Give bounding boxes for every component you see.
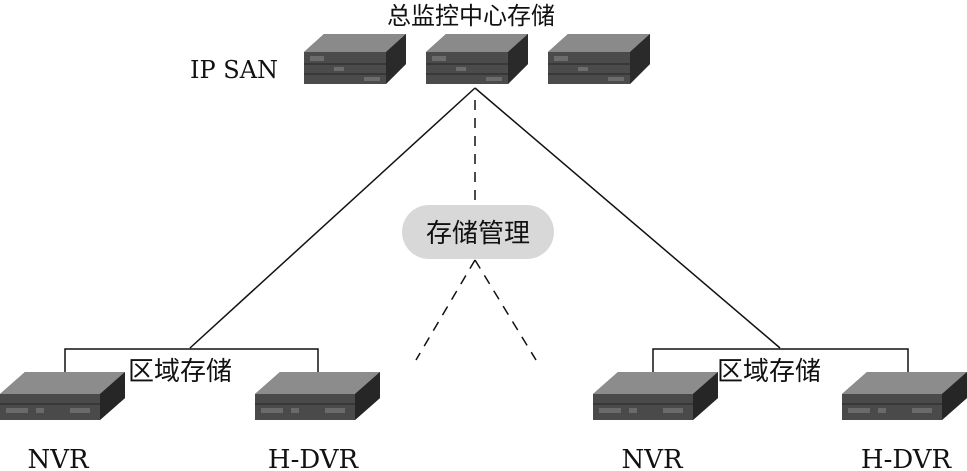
recorder-device-icon	[841, 371, 967, 421]
management-link-left	[415, 259, 476, 361]
left-region-label: 区域存储	[128, 357, 232, 387]
link-to-right-region	[474, 87, 781, 349]
storage-server-icon	[303, 33, 407, 85]
storage-server-icon	[547, 33, 651, 85]
recorder-device-icon	[592, 371, 719, 421]
storage-server-icon	[425, 33, 529, 85]
ip-san-label: IP SAN	[190, 56, 278, 84]
recorder-device-icon	[0, 371, 126, 421]
right-hdvr-label: H-DVR	[861, 445, 953, 471]
left-region-bracket	[64, 348, 319, 372]
link-to-left-region	[189, 87, 476, 349]
right-nvr-label: NVR	[621, 445, 684, 471]
right-region-label: 区域存储	[717, 357, 821, 387]
management-label: 存储管理	[426, 219, 530, 249]
management-link-right	[474, 259, 537, 361]
management-bubble	[402, 205, 554, 259]
recorder-device-icon	[254, 371, 381, 421]
right-region-bracket	[652, 348, 909, 372]
left-hdvr-label: H-DVR	[268, 445, 360, 471]
left-nvr-label: NVR	[27, 445, 90, 471]
central-storage-title: 总监控中心存储	[387, 2, 555, 30]
